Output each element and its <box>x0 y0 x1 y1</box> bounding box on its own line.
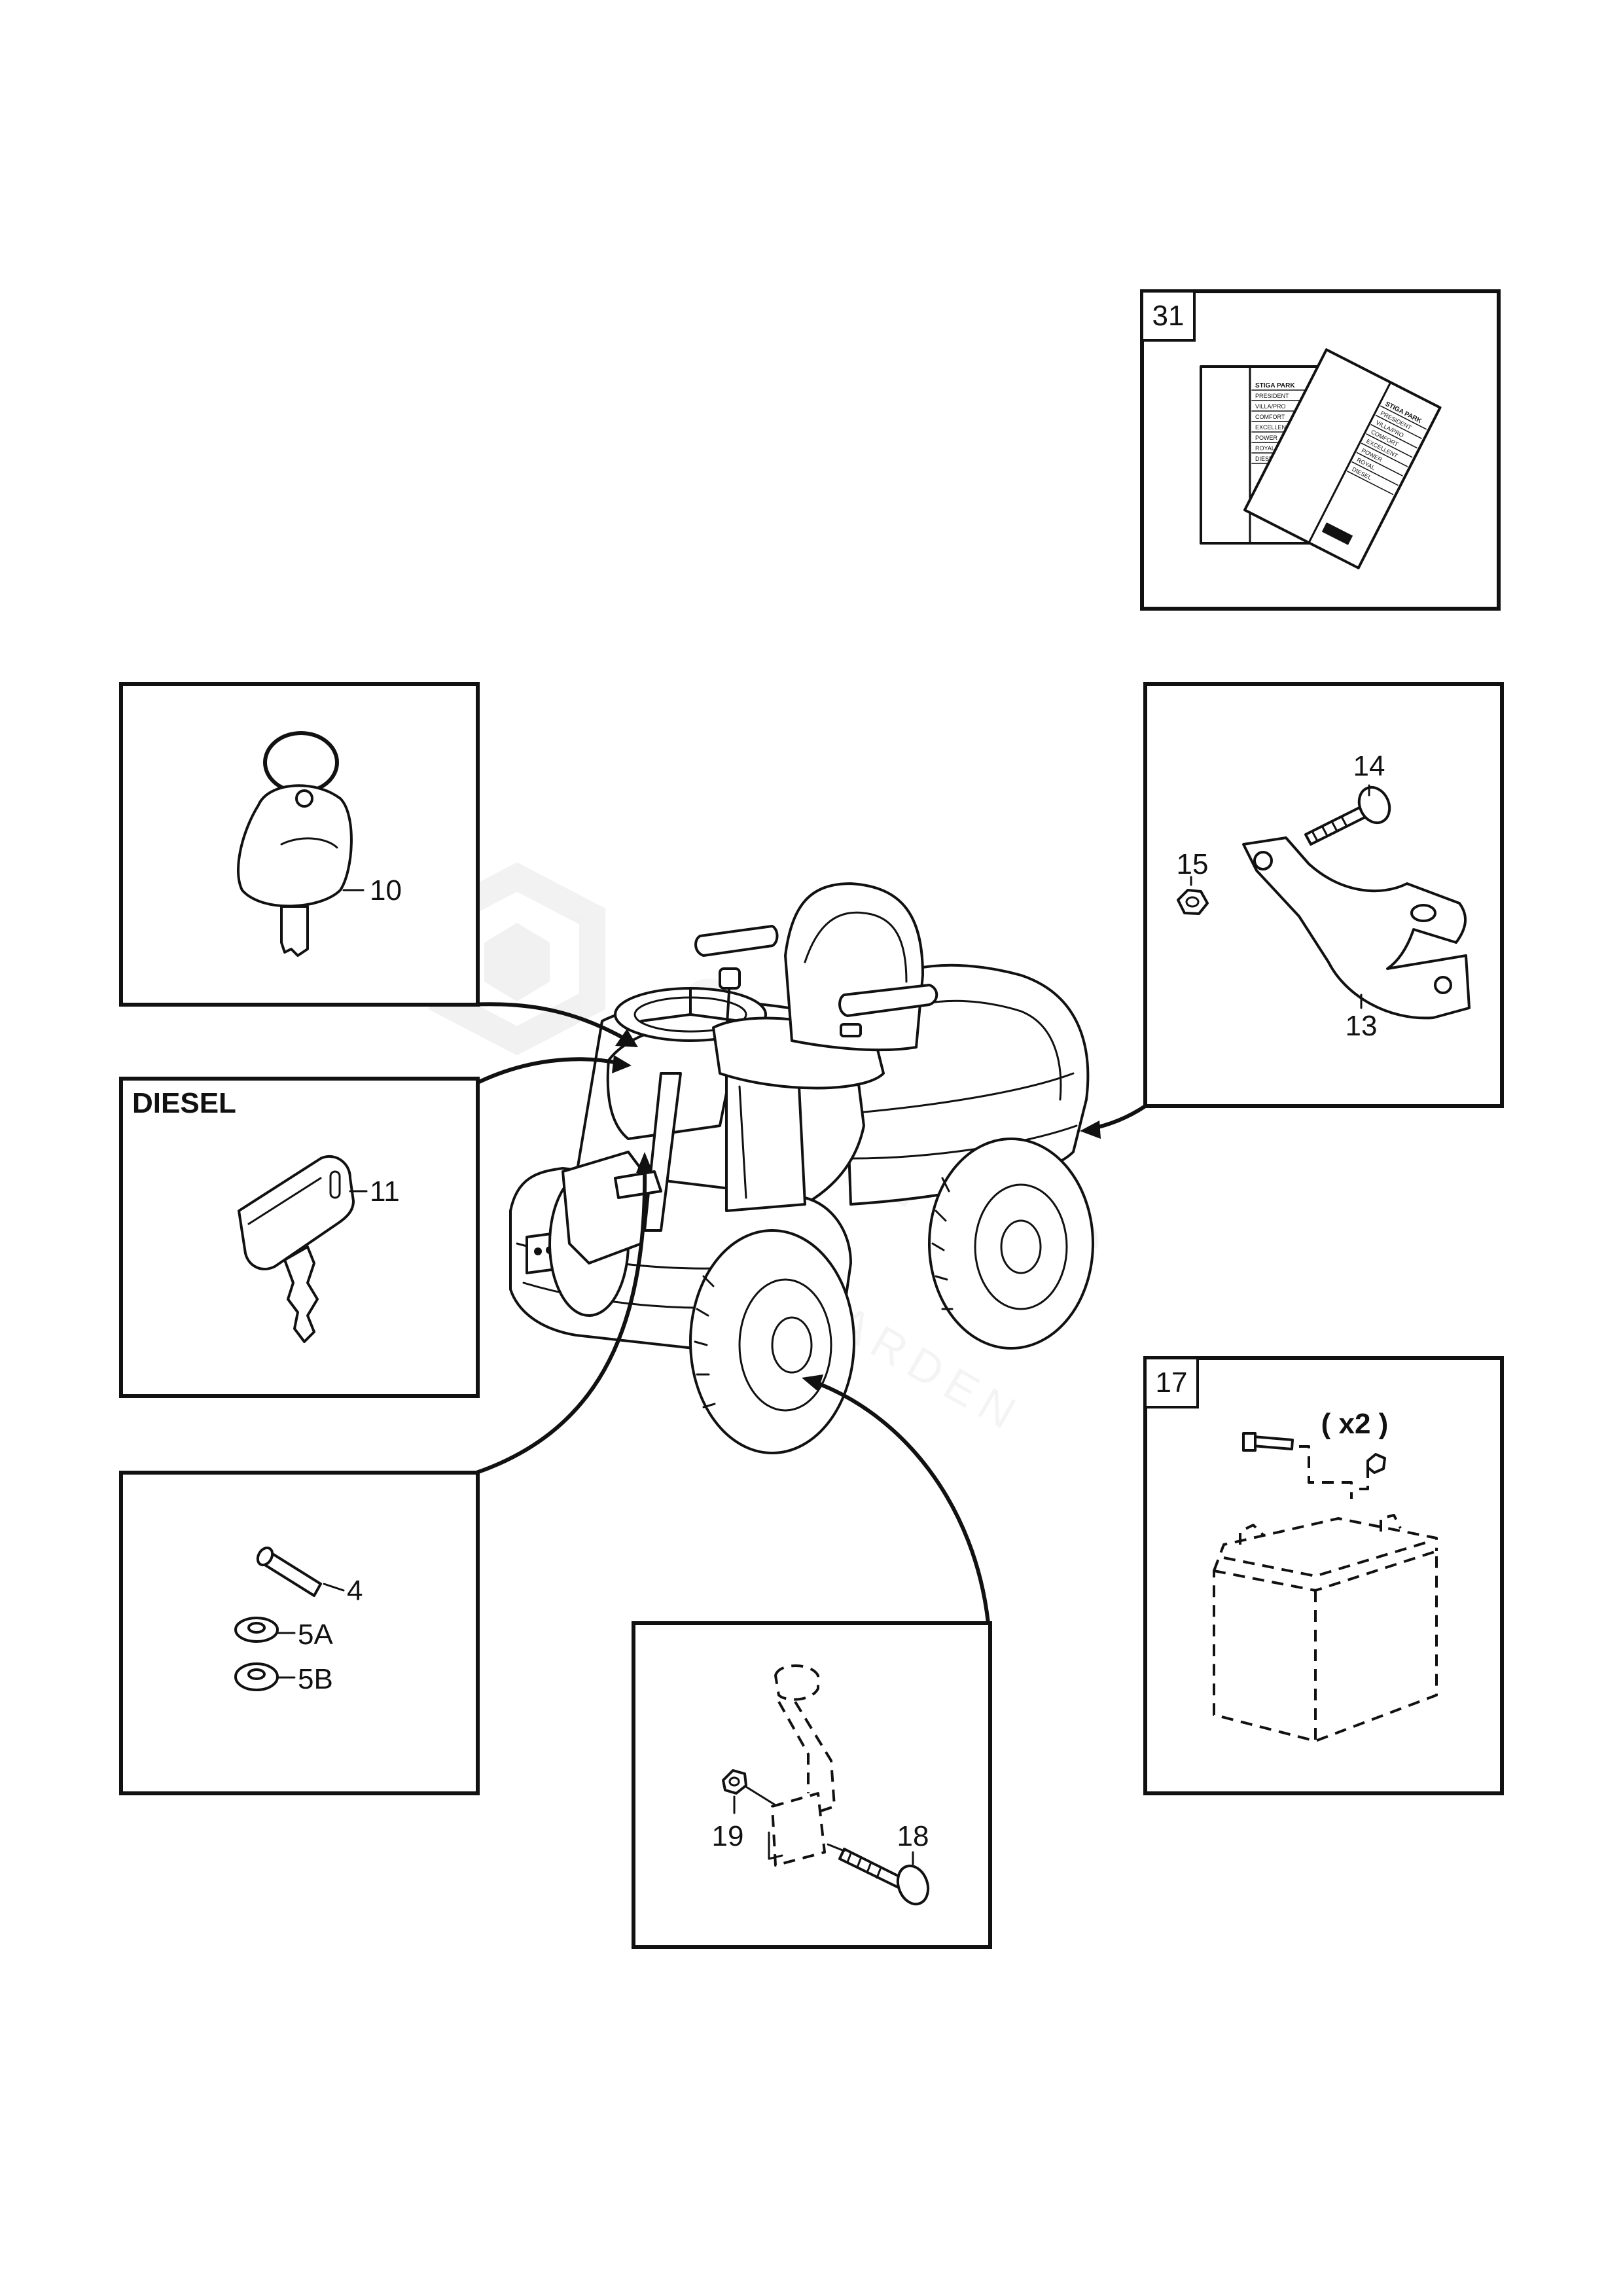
manual-box-number: 31 <box>1152 300 1185 332</box>
key-box: 10 <box>119 682 480 1007</box>
manual-text-line: DIESEL <box>1255 456 1276 462</box>
manual-box: 31 STIGA PARK PRESIDENT VILLA/PRO COMFORT EX… <box>1140 289 1501 611</box>
manual-text-line: EXCELLENT <box>1255 424 1290 431</box>
bolt-14-icon <box>1304 785 1391 846</box>
battery-nut-icon <box>1366 1453 1386 1474</box>
part-number-15: 15 <box>1177 848 1209 880</box>
manual-rule-line <box>1356 452 1403 476</box>
ignition-key-icon <box>237 731 353 957</box>
pin-icon <box>256 1546 322 1597</box>
manual-text-line: ROYAL <box>1255 445 1275 452</box>
part-number-10: 10 <box>370 874 402 906</box>
part-number-5a: 5A <box>298 1619 333 1651</box>
battery-box: 17 ( x2 ) <box>1143 1356 1504 1795</box>
leader-pedal <box>810 1379 990 1625</box>
nut-15-icon <box>1177 889 1209 915</box>
ride-on-mower-illustration <box>509 882 1094 1454</box>
stiga-logo-icon <box>1321 522 1353 545</box>
diesel-key-icon <box>238 1155 355 1343</box>
manual-text-line: COMFORT <box>1255 414 1285 420</box>
part-number-14: 14 <box>1353 750 1385 782</box>
pedal-nut-19-icon <box>722 1769 747 1795</box>
washer-5a-icon <box>234 1617 279 1643</box>
part-number-4: 4 <box>347 1575 363 1607</box>
pin-washer-box: 4 5A 5B <box>119 1471 480 1795</box>
battery-box-number: 17 <box>1156 1367 1188 1399</box>
part-number-5b: 5B <box>298 1663 333 1695</box>
battery-bolt-icon <box>1242 1432 1294 1452</box>
manual-rule-line <box>1347 471 1394 495</box>
manual-text-line: STIGA PARK <box>1255 382 1295 389</box>
leader-diesel-key <box>474 1057 624 1085</box>
manual-rule-line <box>1380 405 1427 430</box>
diesel-key-box: DIESEL 11 <box>119 1077 480 1398</box>
leader-pin <box>474 1163 647 1475</box>
manual-rule-line <box>1370 424 1418 448</box>
part-number-19: 19 <box>712 1820 744 1852</box>
bracket-icon <box>1242 836 1471 1020</box>
part-number-11: 11 <box>370 1175 400 1208</box>
part-number-13: 13 <box>1346 1010 1378 1042</box>
leader-key <box>469 1002 630 1043</box>
manual-rule-line <box>1375 414 1422 439</box>
manual-rule-line <box>1366 433 1413 458</box>
manual-text-line: POWER <box>1255 435 1278 441</box>
diesel-header: DIESEL <box>132 1087 236 1119</box>
part-number-18: 18 <box>897 1820 929 1852</box>
pedal-icon <box>768 1664 836 1867</box>
manual-text-line: VILLA/PRO <box>1255 403 1286 410</box>
battery-quantity: ( x2 ) <box>1321 1408 1389 1440</box>
manual-rule-line <box>1351 461 1399 486</box>
battery-icon <box>1213 1514 1438 1742</box>
leader-lines <box>469 1002 1147 1625</box>
pedal-box: 18 19 <box>632 1621 992 1949</box>
pedal-bolt-18-icon <box>838 1848 930 1906</box>
washer-5b-icon <box>234 1662 279 1691</box>
bracket-box: 14 15 13 <box>1143 682 1504 1108</box>
manual-text-line: PRESIDENT <box>1255 393 1289 399</box>
manual-booklet-right: STIGA PARK PRESIDENT VILLA/PRO COMFORT EXCEL… <box>1243 348 1442 569</box>
manual-rule-line <box>1361 442 1408 467</box>
